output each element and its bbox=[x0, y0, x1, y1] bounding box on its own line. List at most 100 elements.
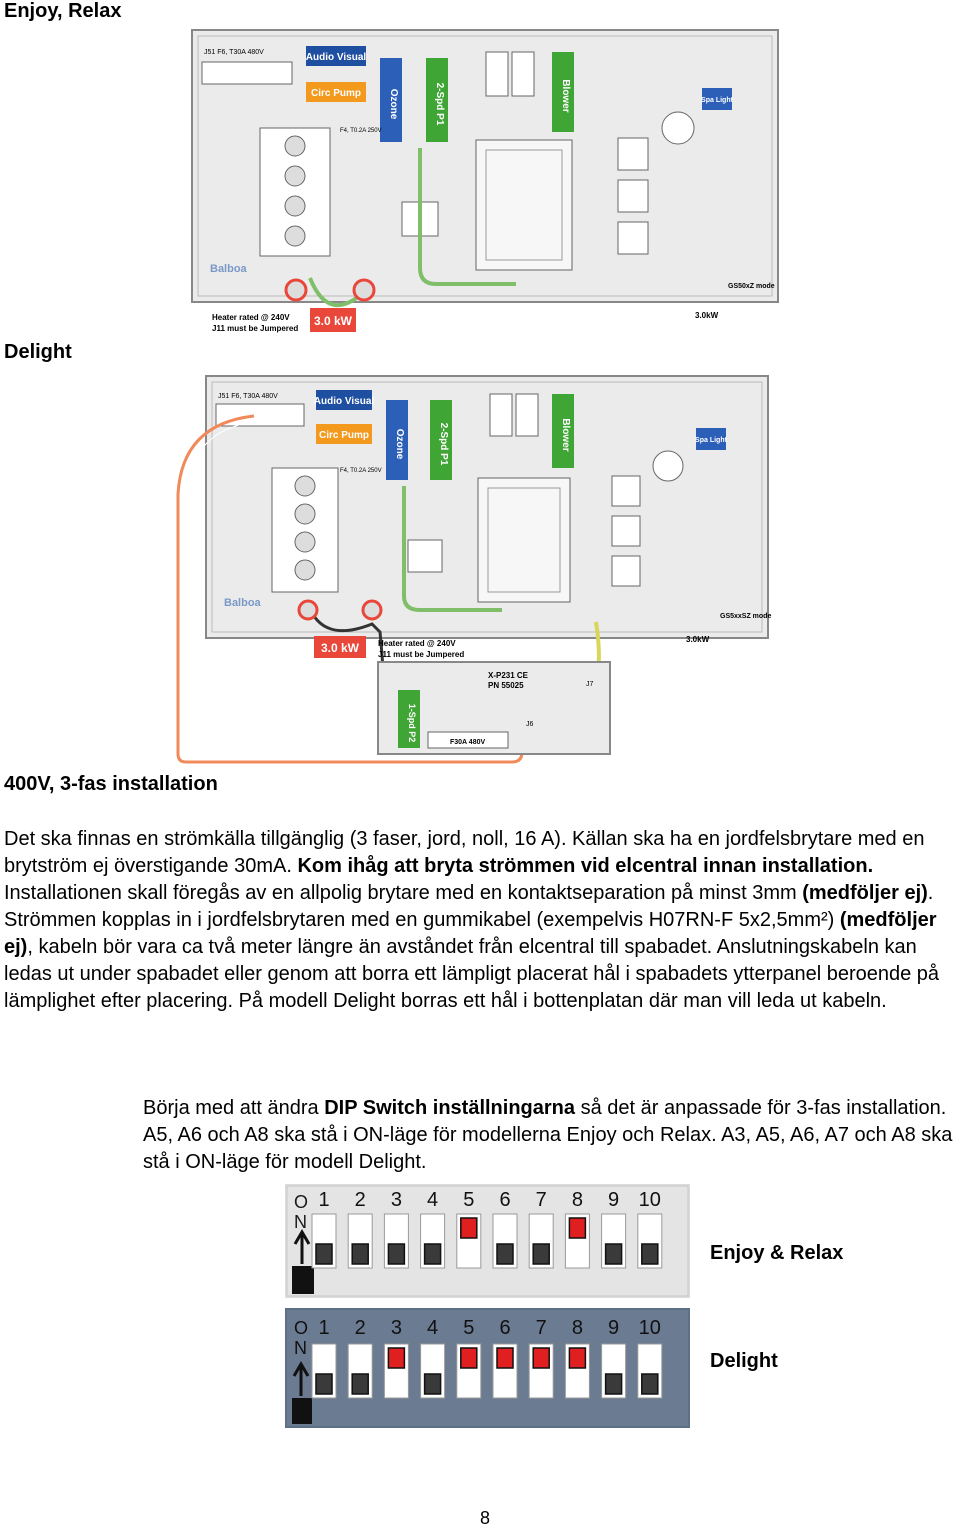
dip-number-2: 2 bbox=[355, 1317, 366, 1339]
spa-light-label: Spa Light bbox=[695, 437, 728, 444]
dip-knob-6 bbox=[496, 1347, 514, 1369]
paragraph-part-1: Det ska finnas en strömkälla tillgänglig… bbox=[4, 828, 925, 877]
mode-label: GS50xZ mode bbox=[728, 283, 775, 290]
dip-number-3: 3 bbox=[391, 1317, 402, 1339]
heater-note-1: Heater rated @ 240V bbox=[212, 313, 290, 322]
dip-knob-6 bbox=[496, 1243, 514, 1265]
dip-knob-4 bbox=[423, 1243, 442, 1265]
total-kw-label: 3.0kW bbox=[686, 635, 710, 644]
heater-note-1: Heater rated @ 240V bbox=[378, 639, 456, 648]
mode-label: GS5xxSZ mode bbox=[720, 613, 771, 620]
dip-number-9: 9 bbox=[608, 1317, 619, 1339]
paragraph-bold-3: (medföljer ej) bbox=[4, 909, 937, 958]
install-paragraph: Det ska finnas en strömkälla tillgänglig… bbox=[4, 826, 960, 1015]
dip-knob-7 bbox=[532, 1347, 550, 1369]
blower-label: Blower bbox=[560, 418, 571, 451]
paragraph-bold-1: Kom ihåg att bryta strömmen vid elcentra… bbox=[297, 855, 874, 877]
dip-knob-4 bbox=[423, 1373, 442, 1395]
dip-number-1: 1 bbox=[318, 1317, 329, 1339]
main-fuse-label: J51 F6, T30A 480V bbox=[218, 393, 278, 400]
heater-note-2: J11 must be Jumpered bbox=[378, 650, 464, 659]
install-heading: 400V, 3-fas installation bbox=[4, 773, 218, 795]
dip-number-6: 6 bbox=[499, 1189, 510, 1211]
dip-knob-3 bbox=[387, 1243, 406, 1265]
dip-knob-7 bbox=[532, 1243, 550, 1265]
expansion-model: X-P231 CE bbox=[488, 671, 529, 680]
dip-number-4: 4 bbox=[427, 1317, 438, 1339]
dip-number-1: 1 bbox=[318, 1189, 329, 1211]
dip-knob-9 bbox=[604, 1243, 623, 1265]
paragraph-part-2: Installationen skall föregås av en allpo… bbox=[4, 882, 803, 904]
dip-knob-8 bbox=[568, 1347, 587, 1369]
circ-pump-label: Circ Pump bbox=[311, 88, 361, 99]
ozone-label: Ozone bbox=[388, 89, 399, 120]
section-heading-enjoy-relax: Enjoy, Relax bbox=[4, 0, 122, 22]
j6-label: J6 bbox=[526, 721, 534, 728]
dip-switch-enjoy-relax: O N 1 2 3 4 5 6 7 8 9 10 bbox=[285, 1184, 690, 1298]
section-heading-delight: Delight bbox=[4, 341, 72, 363]
on-label-n: N bbox=[294, 1338, 307, 1358]
heater-kw-label: 3.0 kW bbox=[321, 641, 360, 655]
dip-number-10: 10 bbox=[639, 1189, 661, 1211]
main-fuse-label: J51 F6, T30A 480V bbox=[204, 49, 264, 56]
on-label-o: O bbox=[294, 1318, 308, 1338]
blower-label: Blower bbox=[560, 79, 571, 112]
heater-kw-label: 3.0 kW bbox=[314, 314, 353, 328]
circuit-board-delight: J51 F6, T30A 480V Audio Visual Circ Pump… bbox=[176, 375, 771, 764]
dip-number-8: 8 bbox=[572, 1189, 583, 1211]
dip-number-5: 5 bbox=[463, 1189, 474, 1211]
dip-number-6: 6 bbox=[499, 1317, 510, 1339]
spa-light-label: Spa Light bbox=[701, 97, 734, 104]
dip-number-5: 5 bbox=[463, 1317, 474, 1339]
dip-number-8: 8 bbox=[572, 1317, 583, 1339]
dip-intro-part-1: Börja med att ändra bbox=[143, 1097, 325, 1119]
dip-knob-5 bbox=[460, 1347, 478, 1369]
dip-number-9: 9 bbox=[608, 1189, 619, 1211]
total-kw-label: 3.0kW bbox=[695, 311, 719, 320]
dip-knob-2 bbox=[351, 1373, 369, 1395]
dip-number-2: 2 bbox=[355, 1189, 366, 1211]
circuit-board-enjoy-relax: J51 F6, T30A 480V Audio Visual Circ Pump… bbox=[191, 29, 779, 333]
on-label-n: N bbox=[294, 1212, 307, 1232]
paragraph-part-3: . Strömmen kopplas in i jordfelsbrytaren… bbox=[4, 882, 934, 931]
expansion-pn: PN 55025 bbox=[488, 681, 524, 690]
expansion-fuse: F30A 480V bbox=[450, 739, 485, 746]
pump-label: 2-Spd P1 bbox=[434, 83, 445, 126]
j7-label: J7 bbox=[586, 681, 594, 688]
on-label-o: O bbox=[294, 1192, 308, 1212]
ozone-label: Ozone bbox=[394, 429, 405, 460]
dip-knob-9 bbox=[604, 1373, 623, 1395]
heater-note-2: J11 must be Jumpered bbox=[212, 324, 298, 333]
dip-switch-delight: O N 1 2 3 4 5 6 7 8 9 10 bbox=[285, 1308, 690, 1428]
balboa-logo: Balboa bbox=[210, 263, 248, 275]
paragraph-bold-2: (medföljer ej) bbox=[802, 882, 928, 904]
dip-knob-3 bbox=[387, 1347, 406, 1369]
dip-intro-bold: DIP Switch inställningarna bbox=[324, 1097, 576, 1119]
dip-knob-1 bbox=[315, 1373, 333, 1395]
circ-pump-label: Circ Pump bbox=[319, 430, 369, 441]
dip-label-delight: Delight bbox=[710, 1350, 778, 1372]
dip-label-enjoy-relax: Enjoy & Relax bbox=[710, 1242, 844, 1264]
dip-number-4: 4 bbox=[427, 1189, 438, 1211]
audio-visual-label: Audio Visual bbox=[314, 396, 375, 407]
pump2-label: 1-Spd P2 bbox=[407, 704, 417, 743]
paragraph-part-4: , kabeln bör vara ca två meter längre än… bbox=[4, 936, 940, 1012]
fuse-f4-label: F4, T0.2A 250V bbox=[340, 128, 382, 134]
fuse-f4-label: F4, T0.2A 250V bbox=[340, 468, 382, 474]
dip-number-10: 10 bbox=[639, 1317, 661, 1339]
dip-knob-5 bbox=[460, 1217, 478, 1239]
balboa-logo: Balboa bbox=[224, 597, 262, 609]
dip-number-3: 3 bbox=[391, 1189, 402, 1211]
dip-number-7: 7 bbox=[536, 1317, 547, 1339]
pump-label: 2-Spd P1 bbox=[438, 423, 449, 466]
dip-intro-part-2: så det är anpassade för 3-fas installati… bbox=[143, 1097, 953, 1173]
audio-visual-label: Audio Visual bbox=[306, 52, 367, 63]
dip-knob-2 bbox=[351, 1243, 369, 1265]
dip-intro: Börja med att ändra DIP Switch inställni… bbox=[143, 1095, 960, 1176]
page-number: 8 bbox=[480, 1508, 491, 1528]
dip-knob-10 bbox=[641, 1373, 659, 1395]
dip-knob-1 bbox=[315, 1243, 333, 1265]
dip-knob-10 bbox=[641, 1243, 659, 1265]
dip-number-7: 7 bbox=[536, 1189, 547, 1211]
dip-knob-8 bbox=[568, 1217, 587, 1239]
